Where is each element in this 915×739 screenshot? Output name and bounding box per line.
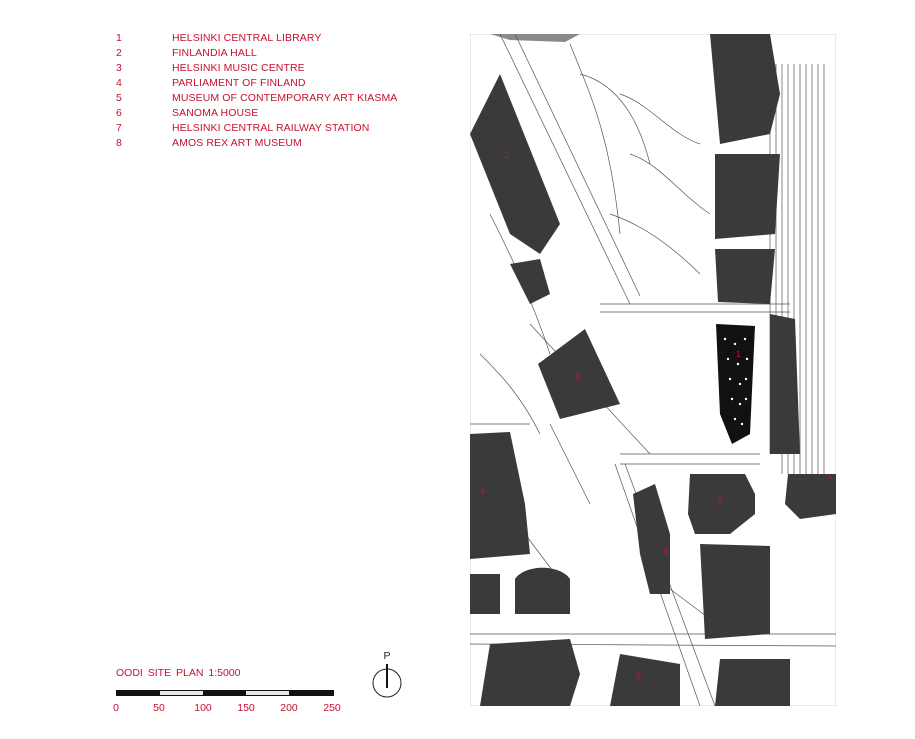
map-label-2: 2 — [504, 150, 509, 160]
legend-number: 1 — [116, 32, 122, 44]
legend-label: HELSINKI CENTRAL LIBRARY — [172, 32, 322, 44]
scale-tick: 0 — [113, 702, 119, 714]
scale-tick: 150 — [237, 702, 255, 714]
legend-item: 4 PARLIAMENT OF FINLAND — [116, 76, 397, 91]
map-label-4: 4 — [480, 486, 485, 496]
building-block — [510, 259, 550, 304]
building-block — [715, 249, 775, 304]
legend-item: 7 HELSINKI CENTRAL RAILWAY STATION — [116, 121, 397, 136]
scale-tick: 50 — [153, 702, 165, 714]
map-label-5: 5 — [663, 546, 668, 556]
building-block-south — [700, 544, 770, 639]
building-sanoma-house — [688, 474, 755, 534]
scale-tick: 200 — [280, 702, 298, 714]
map-label-3: 3 — [575, 371, 580, 381]
building-block — [480, 639, 580, 706]
legend-item: 1 HELSINKI CENTRAL LIBRARY — [116, 31, 397, 46]
legend-label: HELSINKI MUSIC CENTRE — [172, 62, 305, 74]
buildings — [470, 34, 836, 706]
legend-number: 8 — [116, 137, 122, 149]
building-railway-station — [785, 474, 836, 519]
building-block — [470, 574, 500, 614]
legend-item: 6 SANOMA HOUSE — [116, 106, 397, 121]
map-label-6: 6 — [718, 496, 723, 506]
building-block — [515, 567, 570, 614]
legend-label: PARLIAMENT OF FINLAND — [172, 77, 306, 89]
legend-item: 3 HELSINKI MUSIC CENTRE — [116, 61, 397, 76]
legend: 1 HELSINKI CENTRAL LIBRARY 2 FINLANDIA H… — [116, 31, 397, 151]
building-block — [715, 659, 790, 706]
site-map: 1 2 3 4 5 6 7 8 — [470, 34, 836, 706]
legend-number: 5 — [116, 92, 122, 104]
scale-bar: 0 50 100 150 200 250 — [113, 690, 341, 714]
scale-tick: 100 — [194, 702, 212, 714]
north-arrow: P — [370, 650, 404, 700]
legend-number: 3 — [116, 62, 122, 74]
legend-label: FINLANDIA HALL — [172, 47, 257, 59]
legend-item: 2 FINLANDIA HALL — [116, 46, 397, 61]
legend-number: 6 — [116, 107, 122, 119]
plan-title: OODI SITE PLAN 1:5000 — [116, 667, 241, 679]
building-music-centre — [538, 329, 620, 419]
legend-item: 8 AMOS REX ART MUSEUM — [116, 136, 397, 151]
building-amos-rex — [610, 654, 680, 706]
legend-number: 2 — [116, 47, 122, 59]
scale-tick: 250 — [323, 702, 341, 714]
map-label-7: 7 — [827, 476, 832, 486]
building-central-library — [716, 324, 755, 444]
legend-label: AMOS REX ART MUSEUM — [172, 137, 302, 149]
water-area — [490, 34, 580, 42]
legend-number: 7 — [116, 122, 122, 134]
legend-item: 5 MUSEUM OF CONTEMPORARY ART KIASMA — [116, 91, 397, 106]
building-parliament — [470, 432, 530, 559]
building-block — [715, 154, 780, 239]
scale-bar-graphic — [116, 690, 334, 696]
legend-number: 4 — [116, 77, 122, 89]
building-finlandia-hall — [470, 74, 560, 254]
legend-label: SANOMA HOUSE — [172, 107, 259, 119]
site-plan-drawing: 1 2 3 4 5 6 7 8 — [470, 34, 836, 706]
building-kiasma — [633, 484, 670, 594]
building-block — [770, 314, 800, 454]
scale-ticks: 0 50 100 150 200 250 — [113, 702, 346, 716]
legend-label: MUSEUM OF CONTEMPORARY ART KIASMA — [172, 92, 398, 104]
compass-icon — [372, 664, 402, 698]
library-pattern — [723, 337, 749, 426]
north-label: P — [383, 650, 391, 662]
map-label-8: 8 — [636, 671, 641, 681]
legend-label: HELSINKI CENTRAL RAILWAY STATION — [172, 122, 370, 134]
map-label-1: 1 — [736, 349, 741, 359]
building-block — [710, 34, 780, 144]
